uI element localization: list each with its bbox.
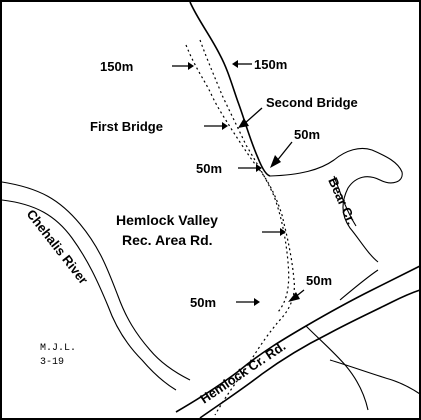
chehalis-river-bank-west bbox=[1, 181, 191, 381]
label-50m-lower-left: 50m bbox=[190, 295, 216, 310]
label-first-bridge: First Bridge bbox=[90, 119, 163, 134]
signature-line2: 3-19 bbox=[40, 357, 64, 368]
bottom-road-inner bbox=[199, 289, 421, 419]
label-road-name-line1: Hemlock Valley bbox=[116, 212, 218, 228]
label-50m-lower-right: 50m bbox=[306, 273, 332, 288]
arrow-50m-lower-left bbox=[236, 298, 260, 306]
arrow-150m-left bbox=[172, 62, 194, 70]
chehalis-river-bank-east bbox=[1, 199, 177, 391]
arrow-50m-lower-right bbox=[288, 289, 305, 302]
road-branch-3 bbox=[339, 269, 379, 301]
label-second-bridge: Second Bridge bbox=[266, 95, 358, 110]
arrow-50m-upper-right bbox=[270, 141, 293, 168]
access-road-north bbox=[189, 1, 271, 177]
creek-line-2 bbox=[333, 175, 357, 227]
arrow-road-name bbox=[262, 228, 286, 236]
label-50m-upper-left: 50m bbox=[196, 161, 222, 176]
arrow-150m-right bbox=[232, 60, 252, 68]
arrow-first-bridge bbox=[204, 122, 228, 130]
bottom-road bbox=[175, 265, 421, 413]
road-branch-2 bbox=[329, 359, 421, 395]
trail-path bbox=[185, 44, 295, 416]
label-50m-upper-right: 50m bbox=[294, 127, 320, 142]
trail-path-parallel bbox=[199, 39, 290, 313]
label-150m-left: 150m bbox=[100, 59, 133, 74]
arrow-50m-upper-left bbox=[238, 164, 262, 172]
arrow-second-bridge bbox=[238, 107, 263, 128]
road-branch-1 bbox=[305, 325, 369, 411]
creek-line bbox=[269, 147, 403, 263]
signature-line1: M.J.L. bbox=[40, 343, 76, 354]
label-150m-right: 150m bbox=[254, 57, 287, 72]
label-road-name-line2: Rec. Area Rd. bbox=[122, 232, 213, 248]
